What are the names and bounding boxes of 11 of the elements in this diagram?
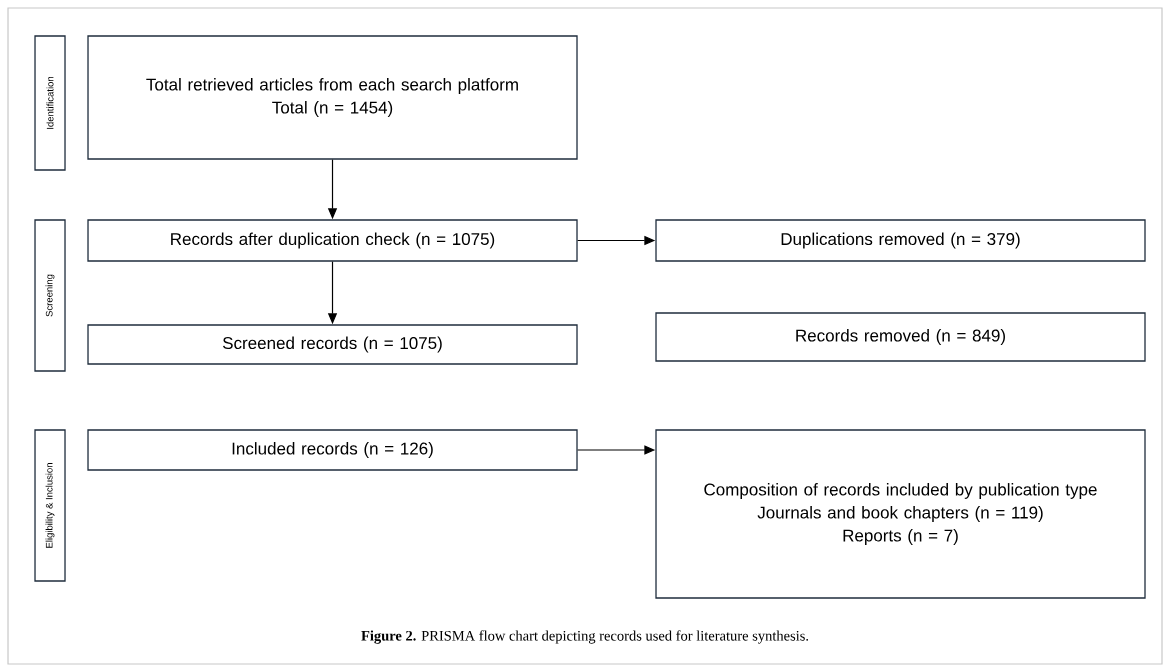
stage-label-box: Identification [34, 35, 66, 171]
process-box: Composition of records included by publication type Journals and book chapters (n = 119) Reports (n = 7) [655, 429, 1146, 599]
stage-label-box: Eligibility & Inclusion [34, 429, 66, 582]
process-box: Records removed (n = 849) [655, 312, 1146, 362]
process-box: Duplications removed (n = 379) [655, 219, 1146, 262]
stage-label-box: Screening [34, 219, 66, 372]
process-box: Included records (n = 126) [87, 429, 578, 471]
process-box: Screened records (n = 1075) [87, 324, 578, 365]
figure-caption: Figure 2. PRISMA flow chart depicting records used for literature synthesis. [361, 630, 809, 644]
process-box: Records after duplication check (n = 1075) [87, 219, 578, 262]
process-box: Total retrieved articles from each search platform Total (n = 1454) [87, 35, 578, 160]
